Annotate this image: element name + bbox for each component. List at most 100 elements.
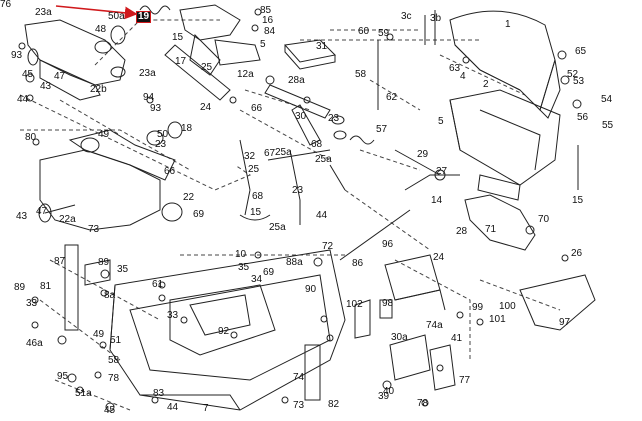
callout-50[interactable]: 50 [157, 129, 169, 140]
callout-73[interactable]: 73 [293, 400, 305, 411]
callout-17[interactable]: 17 [175, 56, 187, 67]
callout-29[interactable]: 29 [417, 149, 429, 160]
callout-77[interactable]: 77 [459, 375, 471, 386]
callout-51a[interactable]: 51a [75, 388, 92, 399]
callout-25a[interactable]: 25a [315, 154, 332, 165]
callout-80[interactable]: 80 [25, 132, 37, 143]
callout-35[interactable]: 35 [117, 264, 129, 275]
callout-73[interactable]: 73 [88, 224, 100, 235]
callout-52[interactable]: 52 [567, 69, 579, 80]
callout-41[interactable]: 41 [451, 333, 463, 344]
callout-59[interactable]: 59 [378, 28, 390, 39]
callout-50a[interactable]: 50a [108, 11, 125, 22]
callout-10[interactable]: 10 [235, 249, 247, 260]
callout-19[interactable]: 19 [136, 11, 152, 23]
callout-32[interactable]: 32 [244, 151, 256, 162]
callout-3c[interactable]: 3c [401, 11, 412, 22]
callout-31[interactable]: 31 [316, 41, 328, 52]
callout-65[interactable]: 65 [575, 46, 587, 57]
callout-74[interactable]: 74 [293, 372, 305, 383]
callout-93[interactable]: 93 [11, 50, 23, 61]
callout-30[interactable]: 30 [295, 111, 307, 122]
callout-39[interactable]: 39 [378, 391, 390, 402]
callout-4[interactable]: 4 [460, 71, 466, 82]
callout-67[interactable]: 67 [264, 148, 276, 159]
callout-44[interactable]: 44 [167, 402, 179, 413]
callout-57[interactable]: 57 [376, 124, 388, 135]
callout-35[interactable]: 35 [238, 262, 250, 273]
callout-81[interactable]: 81 [40, 281, 52, 292]
callout-34[interactable]: 34 [251, 274, 263, 285]
callout-23[interactable]: 23 [155, 139, 167, 150]
callout-86[interactable]: 86 [352, 258, 364, 269]
callout-84[interactable]: 84 [264, 26, 276, 37]
callout-33[interactable]: 33 [26, 298, 38, 309]
callout-3b[interactable]: 3b [430, 13, 442, 24]
callout-63[interactable]: 63 [449, 63, 461, 74]
callout-47[interactable]: 47 [54, 71, 66, 82]
callout-90[interactable]: 90 [305, 284, 317, 295]
callout-69[interactable]: 69 [193, 209, 205, 220]
callout-16[interactable]: 16 [262, 15, 274, 26]
callout-15[interactable]: 15 [250, 207, 262, 218]
callout-22[interactable]: 22 [183, 192, 195, 203]
callout-55[interactable]: 55 [602, 120, 614, 131]
callout-101[interactable]: 101 [489, 314, 506, 325]
callout-28a[interactable]: 28a [288, 75, 305, 86]
callout-33[interactable]: 33 [167, 310, 179, 321]
callout-49[interactable]: 49 [98, 129, 110, 140]
callout-25a[interactable]: 25a [275, 147, 292, 158]
callout-27[interactable]: 27 [436, 166, 448, 177]
callout-14[interactable]: 14 [431, 195, 443, 206]
callout-76[interactable]: 76 [0, 0, 12, 10]
callout-96[interactable]: 96 [382, 239, 394, 250]
callout-70[interactable]: 70 [538, 214, 550, 225]
callout-68[interactable]: 68 [311, 139, 323, 150]
callout-8a[interactable]: 8a [104, 290, 116, 301]
callout-25[interactable]: 25 [248, 164, 260, 175]
callout-25a[interactable]: 25a [269, 222, 286, 233]
callout-23a[interactable]: 23a [139, 68, 156, 79]
callout-51[interactable]: 51 [110, 335, 122, 346]
callout-53[interactable]: 53 [573, 76, 585, 87]
callout-69[interactable]: 69 [263, 267, 275, 278]
callout-24[interactable]: 24 [433, 252, 445, 263]
callout-15[interactable]: 15 [172, 32, 184, 43]
callout-78[interactable]: 78 [417, 398, 429, 409]
callout-5[interactable]: 5 [260, 39, 266, 50]
callout-5[interactable]: 5 [438, 116, 444, 127]
callout-18[interactable]: 18 [181, 123, 193, 134]
callout-92[interactable]: 92 [218, 326, 230, 337]
callout-26[interactable]: 26 [571, 248, 583, 259]
callout-46a[interactable]: 46a [26, 338, 43, 349]
callout-44[interactable]: 44 [17, 94, 29, 105]
callout-12a[interactable]: 12a [237, 69, 254, 80]
callout-94[interactable]: 94 [143, 92, 155, 103]
callout-78[interactable]: 78 [108, 373, 120, 384]
callout-74a[interactable]: 74a [426, 320, 443, 331]
callout-25[interactable]: 25 [201, 62, 213, 73]
callout-93[interactable]: 93 [150, 103, 162, 114]
callout-43[interactable]: 43 [16, 211, 28, 222]
callout-88a[interactable]: 88a [286, 257, 303, 268]
callout-43[interactable]: 43 [40, 81, 52, 92]
callout-72[interactable]: 72 [322, 241, 334, 252]
callout-49[interactable]: 49 [93, 329, 105, 340]
callout-15[interactable]: 15 [572, 195, 584, 206]
callout-23[interactable]: 23 [328, 113, 340, 124]
callout-58[interactable]: 58 [355, 69, 367, 80]
callout-7[interactable]: 7 [203, 403, 209, 414]
callout-30a[interactable]: 30a [391, 332, 408, 343]
callout-22a[interactable]: 22a [59, 214, 76, 225]
callout-48[interactable]: 48 [95, 24, 107, 35]
callout-82[interactable]: 82 [328, 399, 340, 410]
callout-2[interactable]: 2 [483, 79, 489, 90]
callout-23[interactable]: 23 [292, 185, 304, 196]
callout-71[interactable]: 71 [485, 224, 497, 235]
callout-1[interactable]: 1 [505, 19, 511, 30]
callout-23a[interactable]: 23a [35, 7, 52, 18]
callout-89[interactable]: 89 [14, 282, 26, 293]
callout-99[interactable]: 99 [472, 302, 484, 313]
callout-40[interactable]: 40 [383, 386, 395, 397]
callout-44[interactable]: 44 [316, 210, 328, 221]
